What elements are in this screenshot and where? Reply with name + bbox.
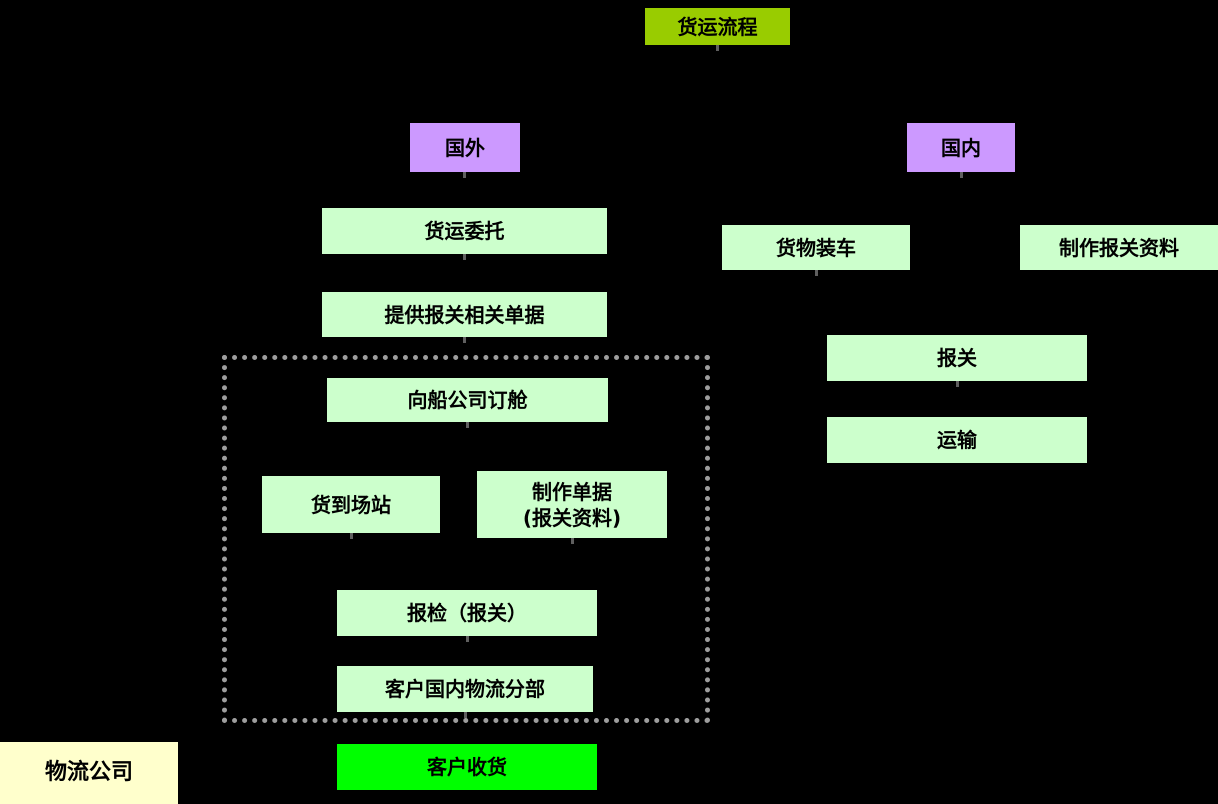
node-customer-branch: 客户国内物流分部: [337, 666, 593, 712]
node-booking: 向船公司订舱: [327, 378, 608, 422]
node-make-customs-docs: 制作报关资料: [1020, 225, 1218, 270]
connector-stub: [466, 422, 469, 428]
node-flow-title: 货运流程: [645, 8, 790, 45]
connector-stub: [350, 533, 353, 539]
node-inspection: 报检（报关）: [337, 590, 597, 636]
node-make-docs-line1: 制作单据: [532, 479, 612, 504]
connector-stub: [463, 172, 466, 178]
node-loading: 货物装车: [722, 225, 910, 270]
node-customer-receive: 客户收货: [337, 744, 597, 790]
connector-stub: [716, 45, 719, 51]
connector-stub: [960, 172, 963, 178]
node-provide-docs: 提供报关相关单据: [322, 292, 607, 337]
connector-stub: [466, 636, 469, 642]
connector-stub: [956, 381, 959, 387]
dotted-group-border: [222, 355, 710, 723]
connector-stub: [463, 337, 466, 343]
connector-stub: [815, 270, 818, 276]
node-overseas: 国外: [410, 123, 520, 172]
node-make-docs: 制作单据 (报关资料): [477, 471, 667, 538]
node-customs: 报关: [827, 335, 1087, 381]
connector-stub: [463, 254, 466, 260]
connector-stub: [464, 712, 467, 718]
node-cargo-to-yard: 货到场站: [262, 476, 440, 533]
node-logistics-company: 物流公司: [0, 742, 178, 804]
node-domestic: 国内: [907, 123, 1015, 172]
node-make-docs-line2: (报关资料): [522, 505, 622, 530]
node-freight-commission: 货运委托: [322, 208, 607, 254]
connector-stub: [571, 538, 574, 544]
node-transport: 运输: [827, 417, 1087, 463]
